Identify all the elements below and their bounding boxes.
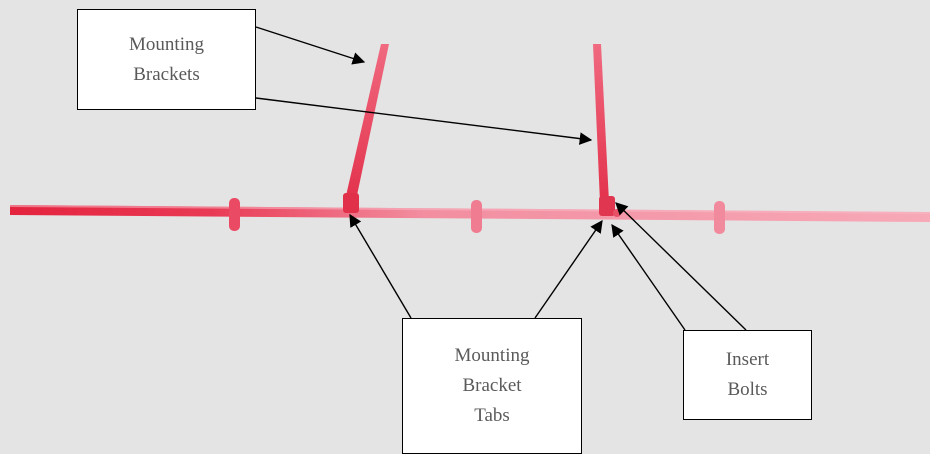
callout-mounting-bracket-tabs: Mounting Bracket Tabs bbox=[402, 318, 582, 454]
callout-line: Bracket bbox=[462, 375, 522, 396]
arrow-to-bolt-1 bbox=[615, 202, 747, 331]
rail-collar bbox=[229, 198, 240, 231]
arrow-to-tab-1 bbox=[349, 213, 412, 319]
callout-line: Insert bbox=[725, 349, 770, 370]
mounting-bracket bbox=[343, 44, 389, 213]
callout-mounting-brackets: Mounting Brackets bbox=[77, 9, 256, 110]
arrow-to-bracket-2 bbox=[255, 97, 593, 145]
callout-line: Bolts bbox=[727, 379, 768, 400]
arrow-to-bolt-2 bbox=[611, 223, 686, 331]
rail bbox=[10, 205, 930, 222]
mounting-bracket bbox=[593, 44, 621, 217]
callout-line: Mounting bbox=[454, 345, 530, 366]
rail-collar bbox=[471, 200, 482, 233]
callout-line: Brackets bbox=[133, 63, 200, 85]
callout-line: Tabs bbox=[474, 405, 510, 426]
arrow-to-bracket-1 bbox=[255, 26, 366, 65]
rail-collar bbox=[714, 201, 725, 234]
callout-insert-bolts: Insert Bolts bbox=[683, 330, 812, 420]
callout-line: Mounting bbox=[129, 33, 204, 55]
arrow-to-tab-2 bbox=[534, 219, 603, 319]
